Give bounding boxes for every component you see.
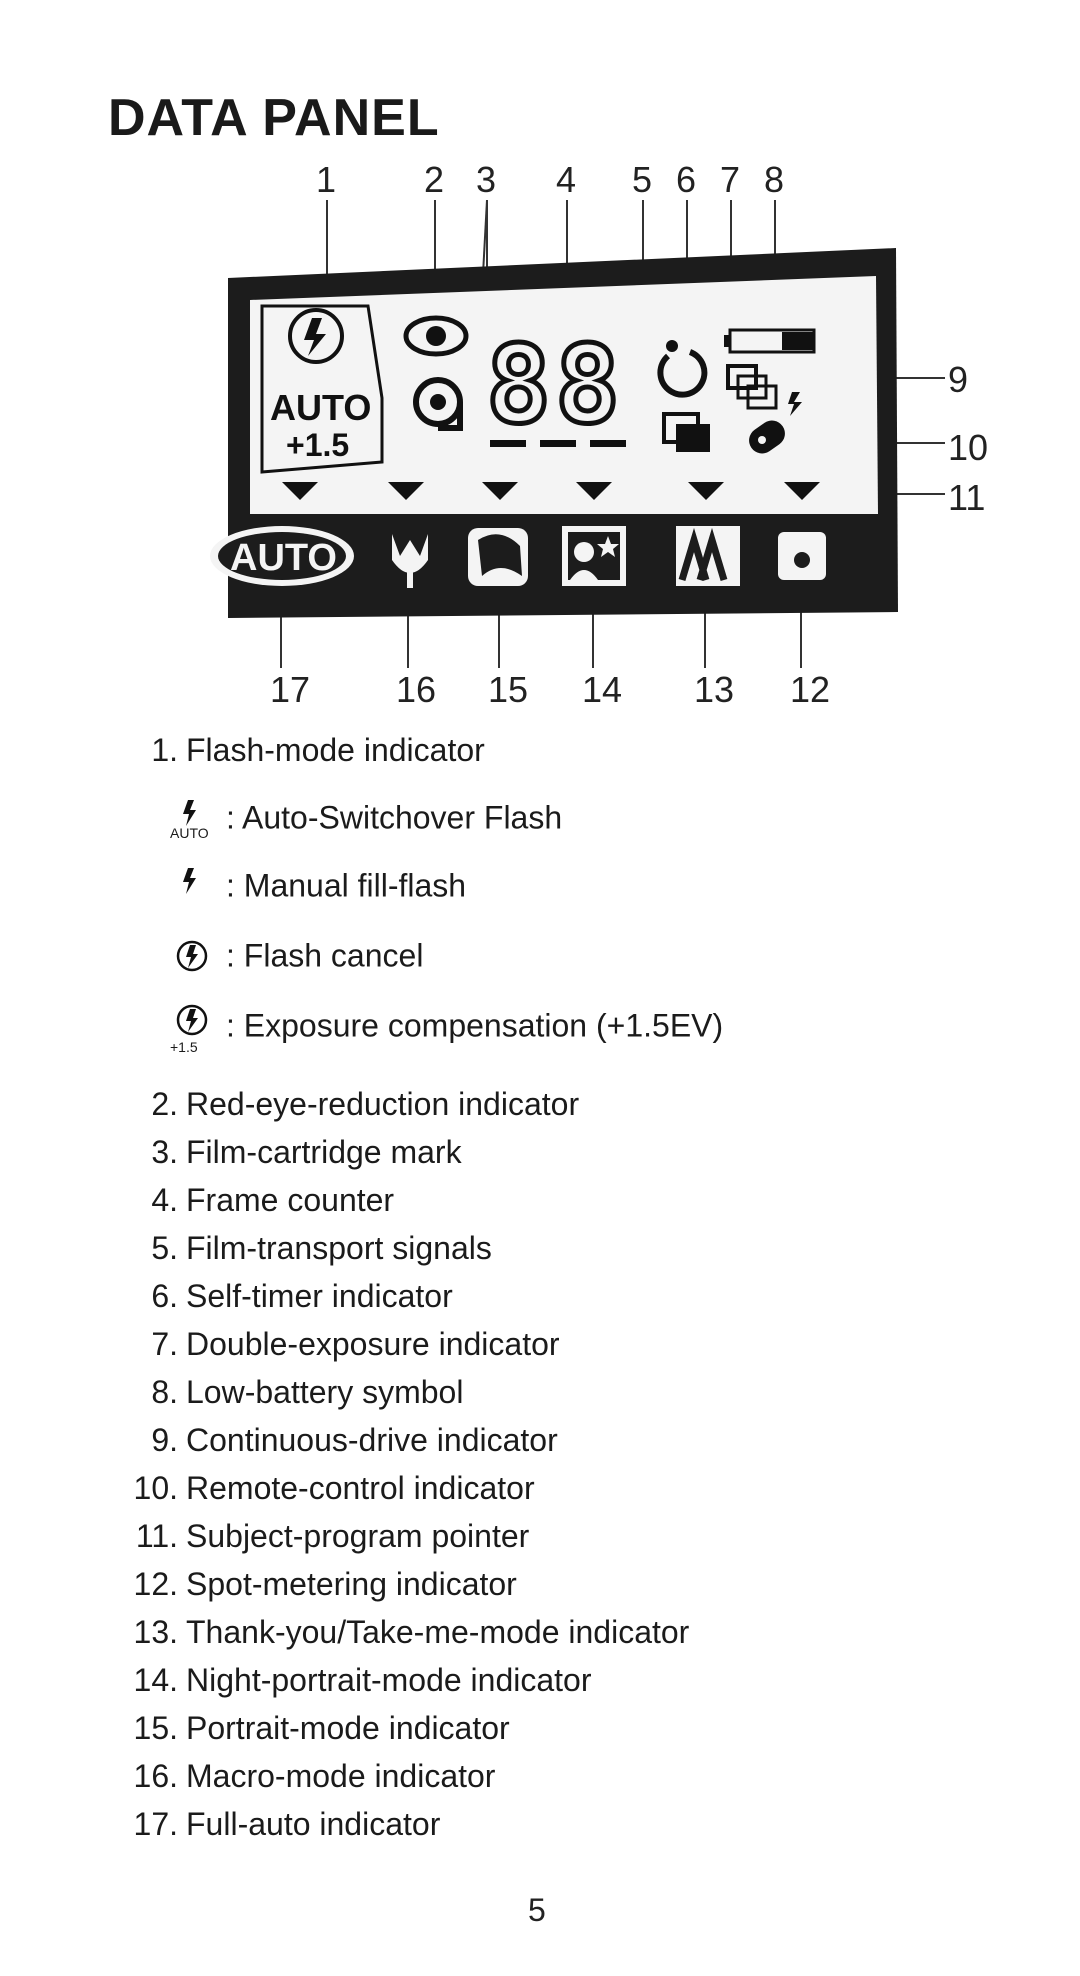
lcd-panel-illustration: AUTO +1.5 88 AUTO bbox=[210, 199, 945, 668]
item-number: 2. bbox=[151, 1086, 178, 1122]
item-label: Thank-you/Take-me-mode indicator bbox=[186, 1614, 690, 1650]
item-number: 4. bbox=[151, 1182, 178, 1218]
callout-7: 7 bbox=[720, 159, 741, 200]
flash-cancel-icon bbox=[176, 1004, 208, 1036]
item-number: 5. bbox=[151, 1230, 178, 1266]
list-item-10: 10.Remote-control indicator bbox=[108, 1472, 535, 1504]
item-number: 6. bbox=[151, 1278, 178, 1314]
item-label: Low-battery symbol bbox=[186, 1374, 464, 1410]
item-label: Subject-program pointer bbox=[186, 1518, 530, 1554]
item-number: 11. bbox=[135, 1518, 178, 1554]
item-label: Film-transport signals bbox=[186, 1230, 492, 1266]
flash-bolt-icon bbox=[183, 868, 196, 894]
item-label: Double-exposure indicator bbox=[186, 1326, 560, 1362]
item-label: Frame counter bbox=[186, 1182, 395, 1218]
list-item-11: 11.Subject-program pointer bbox=[108, 1520, 529, 1552]
item-label: Portrait-mode indicator bbox=[186, 1710, 510, 1746]
flash-manual-symbol bbox=[166, 868, 226, 908]
callout-14: 14 bbox=[582, 669, 623, 710]
item-number: 10. bbox=[133, 1470, 178, 1506]
item-number: 3. bbox=[151, 1134, 178, 1170]
flash-bolt-icon bbox=[183, 800, 196, 826]
flash-mode-label: : Flash cancel bbox=[226, 937, 424, 974]
item-number: 8. bbox=[151, 1374, 178, 1410]
flash-mode-label: : Exposure compensation (+1.5EV) bbox=[226, 1007, 724, 1044]
flash-mode-manual-fill: : Manual fill-flash bbox=[166, 868, 466, 908]
list-item-3: 3.Film-cartridge mark bbox=[108, 1134, 462, 1170]
flash-cancel-icon bbox=[176, 940, 208, 972]
list-item-15: 15.Portrait-mode indicator bbox=[108, 1712, 510, 1744]
list-item-8: 8.Low-battery symbol bbox=[108, 1376, 463, 1408]
list-item-2: 2.Red-eye-reduction indicator bbox=[108, 1088, 579, 1120]
item-label: Night-portrait-mode indicator bbox=[186, 1662, 592, 1698]
item-number: 1. bbox=[151, 732, 178, 768]
callout-3: 3 bbox=[476, 159, 497, 200]
item-label: Remote-control indicator bbox=[186, 1470, 535, 1506]
callout-2: 2 bbox=[424, 159, 445, 200]
item-number: 15. bbox=[133, 1710, 178, 1746]
page-number: 5 bbox=[528, 1892, 546, 1928]
item-label: Continuous-drive indicator bbox=[186, 1422, 558, 1458]
item-label: Spot-metering indicator bbox=[186, 1566, 517, 1602]
list-item-12: 12.Spot-metering indicator bbox=[108, 1568, 517, 1600]
callout-1: 1 bbox=[316, 159, 337, 200]
flash-auto-small-text: AUTO bbox=[170, 825, 209, 841]
flash-mode-cancel: : Flash cancel bbox=[166, 938, 423, 978]
callout-9: 9 bbox=[948, 359, 969, 400]
item-label: Red-eye-reduction indicator bbox=[186, 1086, 580, 1122]
callout-8: 8 bbox=[764, 159, 785, 200]
item-number: 14. bbox=[133, 1662, 178, 1698]
callout-12: 12 bbox=[790, 669, 831, 710]
callout-11: 11 bbox=[948, 477, 986, 518]
flash-auto-symbol: AUTO bbox=[166, 800, 226, 840]
callout-5: 5 bbox=[632, 159, 653, 200]
flash-cancel-symbol bbox=[166, 938, 226, 978]
callout-15: 15 bbox=[488, 669, 529, 710]
callout-4: 4 bbox=[556, 159, 577, 200]
item-number: 7. bbox=[151, 1326, 178, 1362]
callout-16: 16 bbox=[396, 669, 437, 710]
flash-mode-label: : Auto-Switchover Flash bbox=[226, 799, 563, 836]
item-number: 16. bbox=[133, 1758, 178, 1794]
list-item-4: 4.Frame counter bbox=[108, 1184, 394, 1216]
frame-counter-digits: 88 bbox=[486, 323, 624, 448]
item-label: Flash-mode indicator bbox=[186, 732, 485, 768]
callout-10: 10 bbox=[948, 427, 989, 468]
callout-6: 6 bbox=[676, 159, 697, 200]
item-label: Self-timer indicator bbox=[186, 1278, 453, 1314]
list-item-14: 14.Night-portrait-mode indicator bbox=[108, 1664, 592, 1696]
callout-13: 13 bbox=[694, 669, 735, 710]
list-item-5: 5.Film-transport signals bbox=[108, 1232, 492, 1264]
item-number: 12. bbox=[133, 1566, 178, 1602]
list-item-7: 7.Double-exposure indicator bbox=[108, 1326, 560, 1362]
flash-comp-symbol: +1.5 bbox=[166, 1004, 226, 1054]
flash-mode-auto-switchover: AUTO : Auto-Switchover Flash bbox=[166, 800, 562, 840]
list-item-6: 6.Self-timer indicator bbox=[108, 1278, 453, 1314]
lcd-flash-auto-text: AUTO bbox=[270, 387, 371, 428]
callout-17: 17 bbox=[270, 669, 311, 710]
item-label: Full-auto indicator bbox=[186, 1806, 441, 1842]
list-item-13: 13.Thank-you/Take-me-mode indicator bbox=[108, 1614, 690, 1650]
lcd-mode-auto-text: AUTO bbox=[230, 537, 337, 579]
list-item-1: 1.Flash-mode indicator bbox=[108, 732, 485, 768]
list-item-16: 16.Macro-mode indicator bbox=[108, 1758, 496, 1794]
item-label: Film-cartridge mark bbox=[186, 1134, 462, 1170]
flash-comp-small-text: +1.5 bbox=[170, 1039, 198, 1055]
item-label: Macro-mode indicator bbox=[186, 1758, 496, 1794]
list-item-17: 17.Full-auto indicator bbox=[108, 1806, 441, 1842]
flash-mode-exposure-comp: +1.5 : Exposure compensation (+1.5EV) bbox=[166, 1004, 724, 1054]
item-number: 9. bbox=[151, 1422, 178, 1458]
list-item-9: 9.Continuous-drive indicator bbox=[108, 1422, 558, 1458]
item-number: 17. bbox=[133, 1806, 178, 1842]
item-number: 13. bbox=[133, 1614, 178, 1650]
flash-mode-label: : Manual fill-flash bbox=[226, 867, 467, 904]
page-title: DATA PANEL bbox=[108, 89, 440, 147]
lcd-flash-comp-text: +1.5 bbox=[286, 427, 349, 463]
